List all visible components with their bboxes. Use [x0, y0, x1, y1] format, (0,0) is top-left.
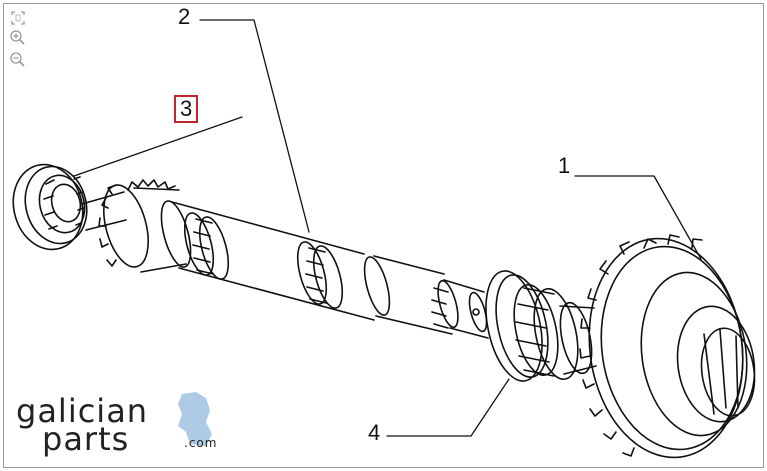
large-gear	[579, 234, 756, 459]
synchro-ring-assembly	[485, 270, 597, 382]
callout-4[interactable]: 4	[368, 420, 381, 445]
callout-2[interactable]: 2	[178, 4, 191, 29]
main-shaft	[81, 179, 489, 339]
logo-domain-suffix: .com	[184, 436, 218, 450]
zoom-in-icon[interactable]	[9, 29, 27, 47]
zoom-out-icon[interactable]	[9, 51, 27, 69]
ball-bearing-left	[12, 163, 88, 251]
logo-word-galician: galician	[16, 392, 149, 430]
gearbox-shaft-drawing	[12, 19, 756, 459]
logo-word-parts: parts	[42, 420, 130, 458]
galicianparts-logo: galician parts .com	[16, 392, 231, 458]
diagram-viewer: 2 3 1 4 galician parts .com	[3, 3, 764, 468]
callout-1[interactable]: 1	[558, 153, 571, 178]
fit-screen-icon[interactable]	[9, 9, 27, 27]
leader-lines	[73, 19, 702, 437]
galicia-map-icon	[178, 392, 212, 446]
callout-3-selected[interactable]: 3	[174, 95, 199, 123]
